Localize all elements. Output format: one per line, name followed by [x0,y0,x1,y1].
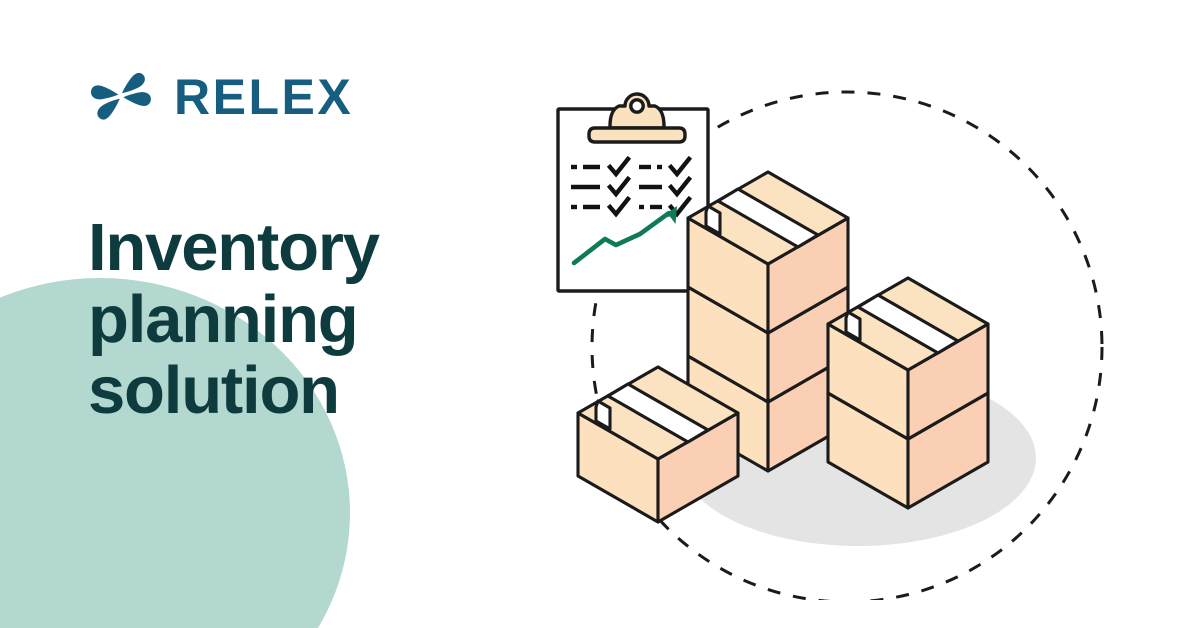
box-single-left [576,365,740,524]
page-title: Inventory planning solution [88,210,380,429]
relex-butterfly-logo-icon [90,72,151,120]
clipboard-icon [556,92,710,293]
clipboard-clip [587,92,687,144]
box [826,276,990,441]
clip-ring-icon [629,98,645,114]
illustration-svg [556,90,1104,600]
trend-up-arrow-icon [571,206,677,266]
brand-wordmark: RELEX [174,69,354,125]
checklist-row [571,175,693,198]
checklist-row [571,155,693,178]
dashed-circle-icon [590,90,1104,600]
brand-lockup[interactable]: RELEX [88,64,353,130]
box-stack-right [826,276,990,510]
box [686,170,850,335]
box [576,365,740,524]
clipboard-checklist [571,155,693,218]
illustration [540,60,1140,600]
